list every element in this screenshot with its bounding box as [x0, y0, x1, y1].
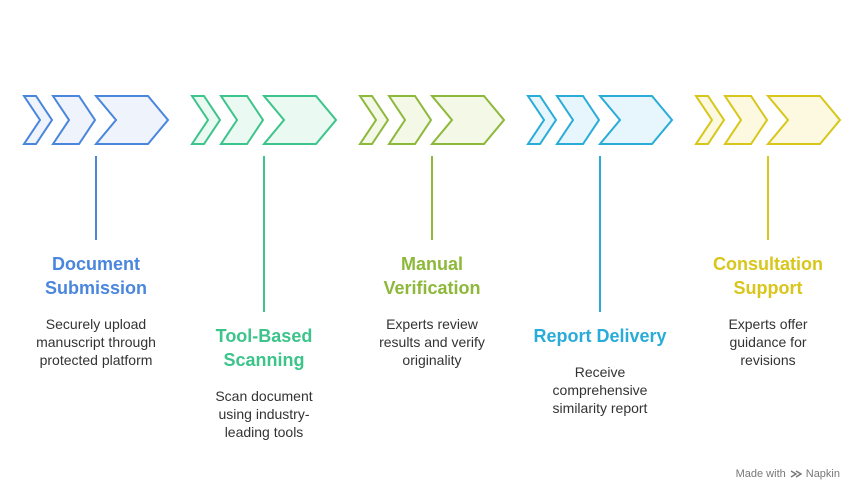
step-4-chevron-small-1 [526, 95, 558, 145]
step-1-desc-line-3: protected platform [39, 352, 153, 368]
step-4-desc-line-1: Receive [574, 364, 626, 380]
made-with-napkin-badge[interactable]: Made with Napkin [736, 468, 840, 480]
step-4-desc-line-3: similarity report [552, 400, 648, 416]
step-3-title-line-1: Manual [400, 254, 463, 274]
step-4-title-line-1: Report Delivery [533, 326, 667, 346]
step-3-description: Experts review results and verify origin… [348, 315, 516, 369]
step-5-title-line-2: Support [733, 278, 803, 298]
step-2-desc-line-3: leading tools [224, 424, 304, 440]
step-1-desc-line-1: Securely upload [45, 316, 147, 332]
step-5-description: Experts offer guidance for revisions [684, 315, 852, 369]
step-4-desc-line-2: comprehensive [552, 382, 648, 398]
step-3-chevron-small-2 [387, 95, 433, 145]
step-1-chevron-small-2 [51, 95, 97, 145]
step-2-desc-line-1: Scan document [215, 388, 313, 404]
step-5-title-line-1: Consultation [713, 254, 823, 274]
step-1-title-line-1: Document [51, 254, 140, 274]
napkin-brand-label: Napkin [805, 468, 840, 480]
step-1-desc-line-2: manuscript through [36, 334, 156, 350]
step-4-chevron-small-2 [555, 95, 601, 145]
napkin-logo-icon [790, 468, 802, 480]
step-5-chevron-large [765, 95, 842, 145]
step-2-chevron-small-1 [190, 95, 222, 145]
step-3-title: Manual Verification [348, 252, 516, 300]
step-1-title-line-2: Submission [44, 278, 147, 298]
step-2-description: Scan document using industry- leading to… [180, 387, 348, 441]
step-3-desc-line-2: results and verify [379, 334, 485, 350]
step-4-title: Report Delivery [516, 324, 684, 348]
step-2-title: Tool-Based Scanning [180, 324, 348, 372]
step-2-title-line-2: Scanning [223, 350, 305, 370]
step-1-description: Securely upload manuscript through prote… [12, 315, 180, 369]
step-3-desc-line-3: originality [402, 352, 462, 368]
step-1-chevron-small-1 [22, 95, 54, 145]
step-5-chevron-small-1 [694, 95, 726, 145]
step-2-chevron-large [261, 95, 338, 145]
step-3-title-line-2: Verification [383, 278, 481, 298]
step-4-description: Receive comprehensive similarity report [516, 363, 684, 417]
step-5-chevron-small-2 [723, 95, 769, 145]
step-5-title: Consultation Support [684, 252, 852, 300]
made-with-label: Made with [735, 468, 786, 480]
step-2-chevron-small-2 [219, 95, 265, 145]
step-1-chevron-large [93, 95, 170, 145]
step-3-desc-line-1: Experts review [386, 316, 478, 332]
step-3-chevron-small-1 [358, 95, 390, 145]
step-1-title: Document Submission [12, 252, 180, 300]
step-2-title-line-1: Tool-Based [215, 326, 313, 346]
step-5-desc-line-1: Experts offer [728, 316, 808, 332]
step-3-chevron-large [429, 95, 506, 145]
step-5-desc-line-2: guidance for [729, 334, 807, 350]
step-5-desc-line-3: revisions [740, 352, 796, 368]
step-4-chevron-large [597, 95, 674, 145]
step-2-desc-line-2: using industry- [218, 406, 310, 422]
